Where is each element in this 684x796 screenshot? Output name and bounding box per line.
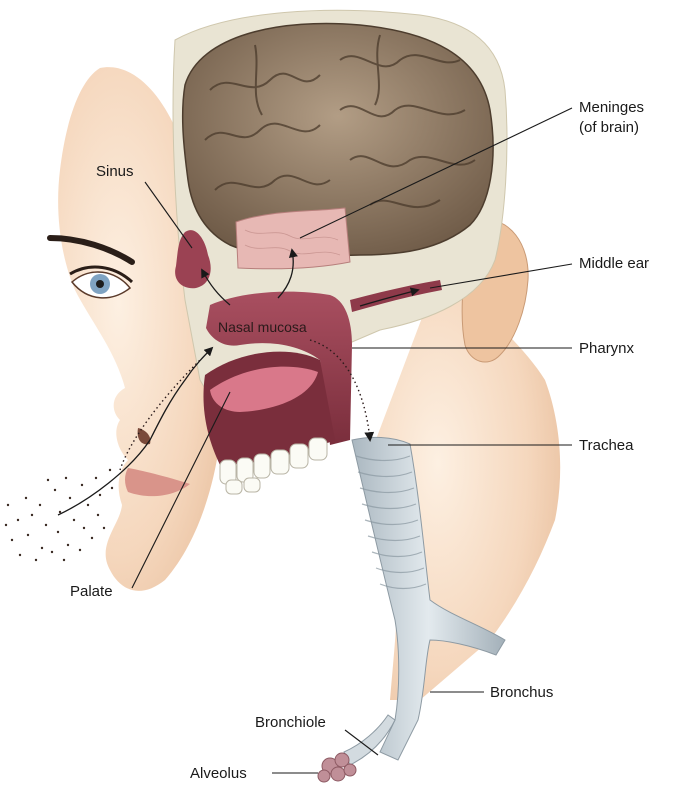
label-sinus: Sinus (96, 163, 134, 180)
label-trachea: Trachea (579, 437, 634, 454)
label-meninges-sub: (of brain) (579, 119, 639, 136)
label-middle-ear: Middle ear (579, 255, 649, 272)
label-bronchiole: Bronchiole (255, 714, 326, 731)
label-palate: Palate (70, 583, 113, 600)
label-pharynx: Pharynx (579, 340, 635, 357)
label-nasal-mucosa: Nasal mucosa (218, 319, 307, 335)
label-meninges: Meninges (579, 99, 644, 116)
label-bronchus: Bronchus (490, 684, 553, 701)
label-alveolus: Alveolus (190, 765, 247, 782)
